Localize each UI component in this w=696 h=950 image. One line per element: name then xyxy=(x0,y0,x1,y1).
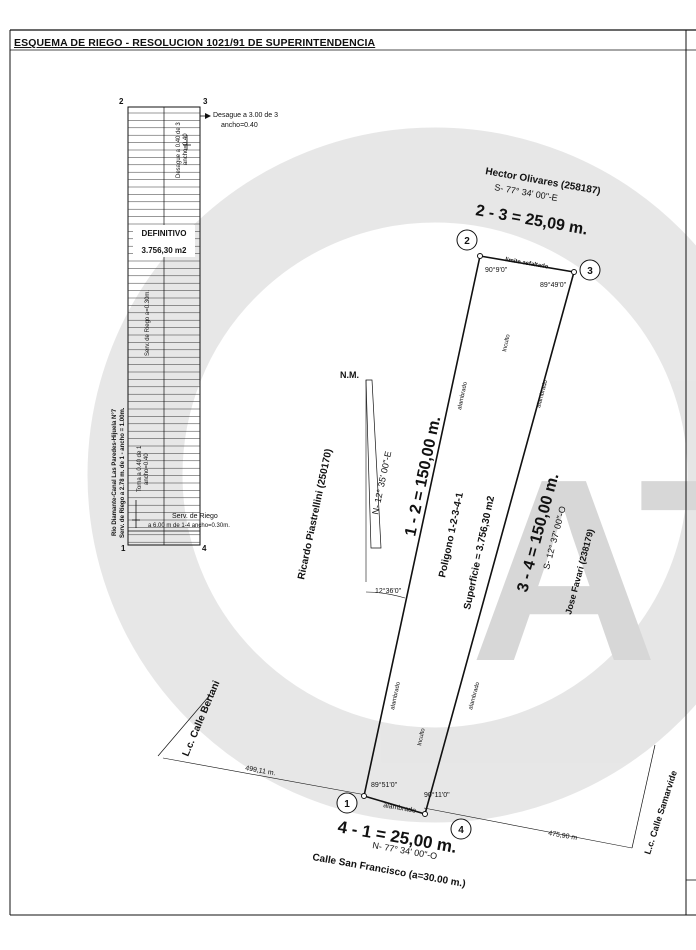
toma-label: Toma a 0.40 de 1 xyxy=(137,445,143,492)
north-angle-arc xyxy=(365,591,406,599)
schema-area: 3.756,30 m2 xyxy=(142,246,187,255)
schema-vertex-1: 1 xyxy=(121,544,126,553)
desague-rotated-label: Desague a 0.40 de 3 xyxy=(176,122,182,178)
inculto-upper: Inculto xyxy=(502,333,512,352)
desague-gate-marker xyxy=(183,135,191,150)
distance-right-line xyxy=(423,807,633,849)
angle-1: 89°51'0" xyxy=(371,781,398,789)
desague-rotated-width: ancho=0.40 xyxy=(183,133,189,165)
north-label: N.M. xyxy=(340,370,359,380)
vertex-label-2: 2 xyxy=(464,236,470,247)
distance-left-line xyxy=(162,757,367,796)
angle-4: 90°11'0" xyxy=(424,791,450,799)
angle-2: 90°9'0" xyxy=(485,266,508,274)
serv-riego-mid-label: Serv. de Riego a=0.30m. xyxy=(145,290,151,356)
alambrado-left-upper: alambrado xyxy=(457,381,469,411)
schema-vertex-3: 3 xyxy=(203,97,208,106)
north-arrow xyxy=(365,379,382,549)
vertex-label-3: 3 xyxy=(587,266,593,277)
limite-label: limite asfaltado xyxy=(505,257,549,271)
poligono-label: Poligono 1-2-3-4-1 xyxy=(437,491,466,578)
definitivo-box xyxy=(133,225,195,257)
schema-vertex-2: 2 xyxy=(119,97,124,106)
watermark-text: AT xyxy=(470,426,696,716)
bearing-left: N- 12° 35' 00"-E xyxy=(370,450,393,515)
inculto-lower: Inculto xyxy=(417,727,427,746)
vertex-dot-3 xyxy=(571,269,577,275)
vertex-label-4: 4 xyxy=(458,825,464,836)
distance-right: 475,90 m xyxy=(548,830,578,842)
left-caption-1: Rio Diamante-Canal Las Paredes-Hijuela N… xyxy=(112,408,118,536)
street-samarvide-line xyxy=(631,744,656,849)
neighbor-left: Ricardo Piastrellini (250170) xyxy=(296,448,334,581)
irrigation-schema: 2 3 1 4 Desague a 3.00 de 3 ancho=0.40 D… xyxy=(112,97,278,553)
vertex-circle-1 xyxy=(336,792,358,814)
angle-north: 12°36'0" xyxy=(375,587,402,595)
sheet-frame xyxy=(9,29,696,916)
desague-width: ancho=0.40 xyxy=(221,122,258,129)
street-san-francisco: Calle San Francisco (a=30.00 m.) xyxy=(311,852,466,890)
alambrado-right-upper: alambrado xyxy=(536,379,549,409)
street-samarvide: L.c. Calle Samarvide xyxy=(642,769,679,855)
vertex-dot-2 xyxy=(477,253,483,259)
serv-riego-bottom-position: a 6.00 m de 1-4 ancho=0.30m. xyxy=(148,523,230,529)
street-bertani-line xyxy=(157,694,211,757)
left-caption-2: Serv. de Riego a 2.78 m. de 1 - ancho = … xyxy=(120,407,126,538)
alambrado-left-lower: alambrado xyxy=(390,681,402,711)
toma-width: ancho=0.40 xyxy=(144,453,150,485)
schema-vertex-4: 4 xyxy=(202,544,207,553)
desague-label: Desague a 3.00 de 3 xyxy=(213,112,278,119)
serv-riego-bottom-label: Serv. de Riego xyxy=(172,513,218,520)
angle-3: 89°49'0" xyxy=(540,281,567,289)
page-title: ESQUEMA DE RIEGO - RESOLUCION 1021/91 DE… xyxy=(14,37,376,49)
vertex-label-1: 1 xyxy=(344,799,350,810)
vertex-dot-4 xyxy=(422,811,428,817)
vertex-circle-4 xyxy=(450,818,472,840)
vertex-circle-3 xyxy=(579,259,601,281)
vertex-circle-2 xyxy=(456,229,478,251)
vertex-dot-1 xyxy=(361,793,367,799)
toma-gate-marker xyxy=(132,500,140,528)
definitivo-label: DEFINITIVO xyxy=(142,229,187,238)
